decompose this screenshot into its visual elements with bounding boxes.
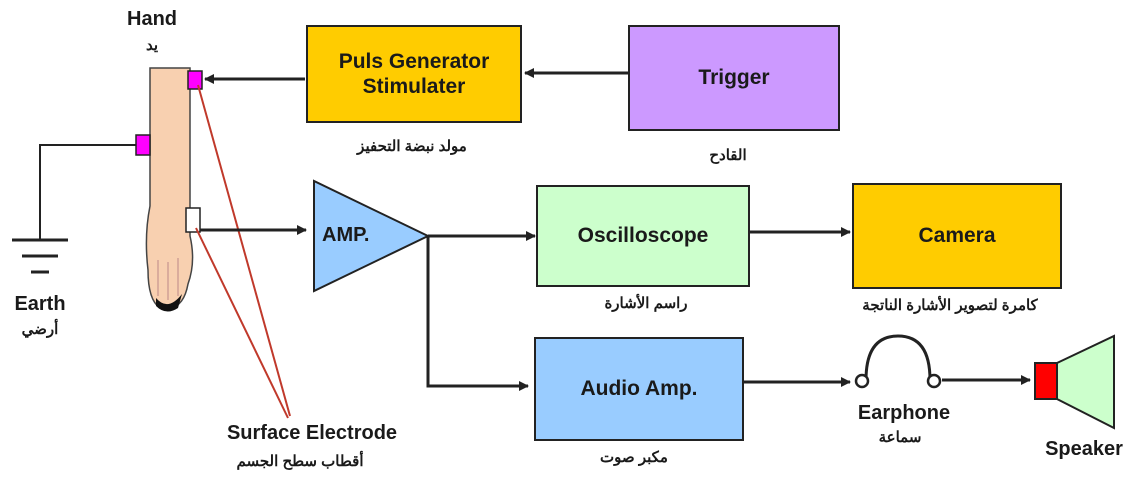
pulse-generator-label-line2: Stimulater: [362, 75, 466, 98]
earth-label: Earth: [14, 293, 66, 315]
oscilloscope-caption: راسم الأشارة: [604, 295, 688, 312]
audio-amp-caption: مكبر صوت: [600, 449, 668, 466]
pulse-generator-box: Puls Generator Stimulater: [306, 25, 522, 123]
earphone-icon: [854, 334, 942, 389]
ground-electrode: [135, 134, 151, 156]
arrow-amp-to-audio-amp: [426, 236, 529, 391]
camera-label: Camera: [918, 224, 996, 248]
amp-triangle: [313, 179, 431, 293]
surface-electrode-label: Surface Electrode: [226, 422, 398, 444]
camera-caption: كامرة لتصوير الأشارة الناتجة: [862, 297, 1038, 314]
trigger-label: Trigger: [698, 66, 770, 90]
hand-label: Hand: [127, 8, 177, 30]
speaker-label: Speaker: [1045, 438, 1123, 460]
amp-label: AMP.: [322, 224, 370, 246]
earth-caption: أرضي: [21, 321, 59, 338]
electrode-lead-2: [195, 227, 289, 419]
audio-amp-label: Audio Amp.: [580, 377, 698, 401]
oscilloscope-label: Oscilloscope: [577, 224, 709, 248]
hand-caption: يد: [145, 37, 159, 54]
speaker-icon: [1034, 334, 1115, 430]
trigger-caption: القادح: [709, 147, 747, 164]
electrode-lead-1: [197, 84, 291, 417]
oscilloscope-box: Oscilloscope: [536, 185, 750, 287]
earphone-label: Earphone: [857, 402, 951, 424]
pulse-generator-label-line1: Puls Generator: [338, 49, 490, 73]
surface-electrode-caption: أقطاب سطح الجسم: [236, 453, 364, 470]
earth-symbol: [12, 144, 136, 274]
pulse-generator-caption: مولد نبضة التحفيز: [357, 138, 467, 155]
audio-amp-box: Audio Amp.: [534, 337, 744, 441]
hand-illustration: [145, 67, 194, 312]
recording-electrode: [185, 207, 201, 233]
earphone-caption: سماعة: [878, 429, 922, 446]
trigger-box: Trigger: [628, 25, 840, 131]
stimulating-electrode: [187, 70, 203, 90]
camera-box: Camera: [852, 183, 1062, 289]
